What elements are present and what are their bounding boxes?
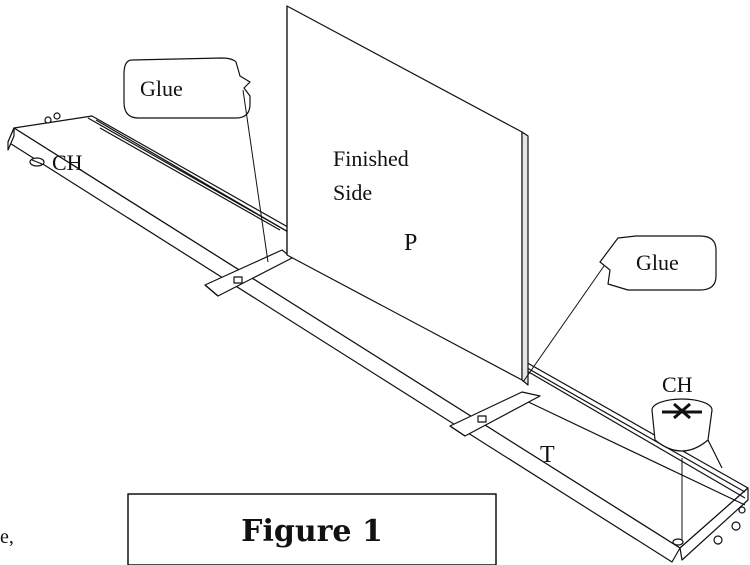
left-cam-hole xyxy=(29,112,61,167)
right-joint xyxy=(449,391,541,437)
ch-label-right: CH xyxy=(662,372,693,397)
glue-callout-right xyxy=(522,235,717,383)
glue-label-right: Glue xyxy=(636,250,679,275)
figure-title-box xyxy=(127,493,497,565)
right-end-dowels xyxy=(713,506,746,545)
bottom-panel xyxy=(7,115,749,563)
part-label-p: P xyxy=(404,230,417,256)
left-slot xyxy=(233,276,243,284)
clipped-edge-text: e, xyxy=(0,526,14,548)
ch-label-left: CH xyxy=(52,150,83,175)
glue-label-left: Glue xyxy=(140,76,183,101)
glue-callout-left xyxy=(123,57,269,263)
right-slot xyxy=(477,415,487,423)
figure-title: Figure 1 xyxy=(241,514,383,549)
upright-panel-p xyxy=(286,5,529,386)
cam-housing xyxy=(651,398,723,546)
finished-side-line2: Side xyxy=(333,180,372,205)
part-label-t: T xyxy=(540,442,555,468)
finished-side-line1: Finished xyxy=(333,146,409,171)
